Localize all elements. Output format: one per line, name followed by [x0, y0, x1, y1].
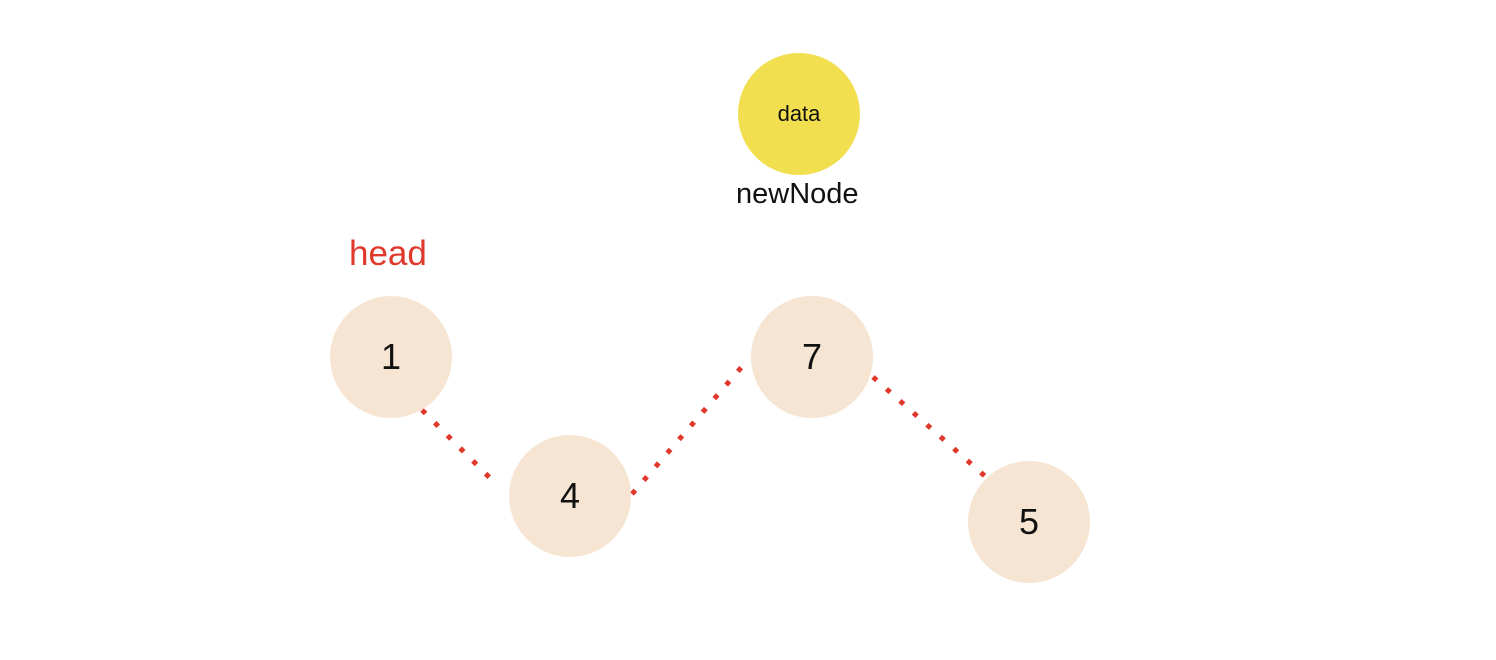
new-node-circle: data: [738, 53, 860, 175]
link-1-to-4: [420, 408, 499, 487]
list-node-value: 1: [380, 336, 402, 377]
list-node-1: 1: [330, 296, 452, 418]
head-label: head: [349, 234, 427, 273]
list-node-2: 4: [509, 435, 631, 557]
list-node-value: 5: [1018, 501, 1040, 542]
link-4-to-7: [630, 360, 748, 496]
list-node-3: 7: [751, 296, 873, 418]
link-7-to-5: [871, 375, 989, 480]
list-node-4: 5: [968, 461, 1090, 583]
list-node-value: 4: [559, 475, 581, 516]
new-node-label: newNode: [736, 178, 859, 210]
new-node-value: data: [777, 101, 821, 126]
list-node-value: 7: [801, 336, 823, 377]
